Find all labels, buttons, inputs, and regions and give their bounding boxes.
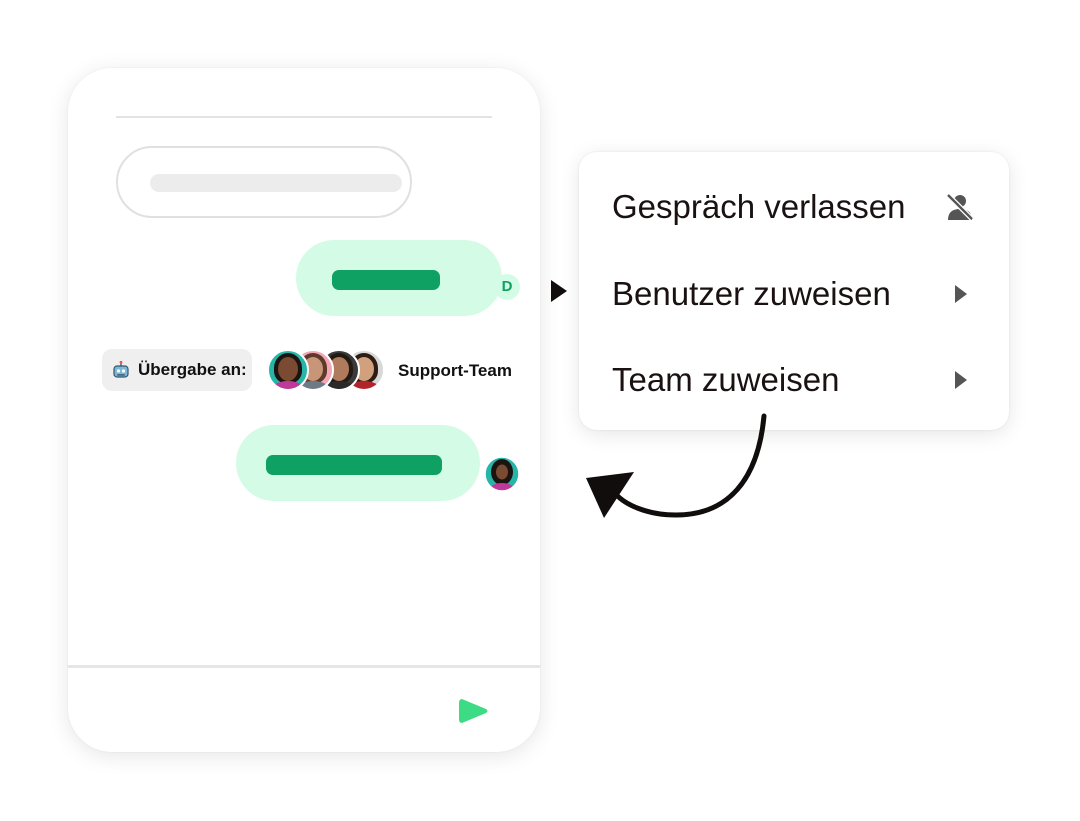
menu-item-label: Team zuweisen	[612, 361, 840, 398]
message-placeholder-bar	[266, 455, 442, 475]
menu-item-label: Benutzer zuweisen	[612, 275, 891, 312]
team-avatar-group	[267, 349, 385, 391]
pointer-arrow-icon	[551, 280, 567, 302]
handover-label: Übergabe an:	[138, 360, 247, 379]
menu-item-leave-conversation[interactable]: Gespräch verlassen	[579, 162, 1009, 248]
menu-item-assign-team[interactable]: Team zuweisen	[579, 335, 1009, 421]
caret-right-icon	[955, 285, 967, 303]
composer-divider	[68, 665, 540, 668]
menu-item-assign-user[interactable]: Benutzer zuweisen	[579, 249, 1009, 335]
team-name: Support-Team	[398, 361, 512, 380]
robot-icon	[113, 360, 129, 378]
message-placeholder-bar	[332, 270, 440, 290]
agent-avatar	[484, 456, 520, 492]
curved-arrow-icon	[586, 413, 767, 518]
user-slash-icon	[946, 193, 974, 221]
sender-avatar: D	[494, 274, 520, 300]
context-menu: Gespräch verlassen Benutzer zuweisen Tea…	[579, 152, 1009, 430]
send-icon[interactable]	[458, 696, 490, 726]
handover-chip: Übergabe an:	[102, 349, 252, 391]
chat-window: D Übergabe an:	[68, 68, 540, 752]
menu-item-label: Gespräch verlassen	[612, 188, 906, 225]
avatar	[267, 349, 309, 391]
caret-right-icon	[955, 371, 967, 389]
incoming-message-bubble	[116, 146, 412, 218]
outgoing-message-bubble	[296, 240, 502, 316]
message-placeholder-bar	[150, 174, 402, 192]
header-divider	[116, 116, 492, 118]
outgoing-message-bubble	[236, 425, 480, 501]
